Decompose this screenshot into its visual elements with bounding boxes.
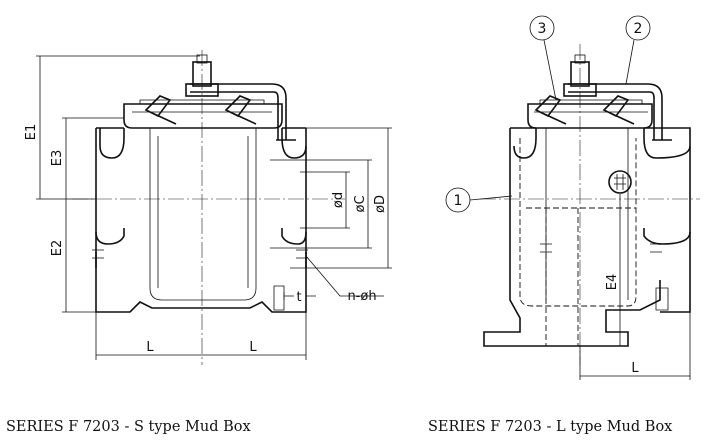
label-e3: E3 <box>50 150 65 167</box>
s-dim-t <box>283 292 316 300</box>
l-dim-l <box>579 312 691 380</box>
s-cover-inner <box>132 99 272 113</box>
label-e2: E2 <box>50 240 65 257</box>
callout-3 <box>529 15 555 41</box>
s-dim-l <box>95 312 307 360</box>
l-cover <box>527 103 653 129</box>
leader-2 <box>625 39 635 85</box>
l-body-outline <box>483 127 691 347</box>
drain-plug-cross <box>614 174 626 190</box>
s-body-outline <box>95 127 307 313</box>
label-l-right: L <box>249 340 257 355</box>
l-wing-clamps <box>534 95 635 125</box>
callout-1-number: 1 <box>454 193 463 209</box>
l-dim-e4 <box>614 194 628 347</box>
caption-l-type: SERIES F 7203 - L type Mud Box <box>428 419 672 435</box>
l-bolt-tip <box>574 54 586 64</box>
s-yoke-handle <box>190 83 296 141</box>
l-yoke-nut <box>563 83 597 97</box>
s-dim-diameters <box>270 127 392 269</box>
l-right-flange <box>643 228 691 245</box>
s-wing-clamp-right <box>224 95 257 125</box>
s-dim-e2 <box>62 199 96 313</box>
label-d-inner: ød <box>331 192 346 208</box>
s-strainer-basket <box>149 128 257 301</box>
caption-s-type: SERIES F 7203 - S type Mud Box <box>6 419 251 435</box>
label-nh: n-øh <box>347 289 376 304</box>
callout-3-number: 3 <box>538 21 547 37</box>
label-e1: E1 <box>24 124 39 141</box>
l-top-flange <box>513 128 691 159</box>
callout-2-number: 2 <box>634 21 643 37</box>
s-type-mud-box: E1 E3 E2 ød øC øD t n-øh L L <box>24 50 392 365</box>
callout-1 <box>445 187 471 213</box>
leader-3 <box>543 39 557 101</box>
s-cover <box>123 103 283 129</box>
label-l-left: L <box>146 340 154 355</box>
drain-plug-icon <box>608 170 632 194</box>
s-bolt-head <box>192 61 212 87</box>
label-t: t <box>296 290 301 305</box>
s-side-flanges <box>95 228 307 268</box>
l-cover-inner <box>534 99 648 113</box>
label-l-ltype: L <box>631 361 639 376</box>
l-yoke-handle <box>568 83 672 141</box>
leader-1 <box>469 195 513 201</box>
label-d-outer: øD <box>373 195 388 213</box>
label-c-pitch: øC <box>353 195 368 212</box>
label-e4: E4 <box>605 274 620 291</box>
s-leader-nh <box>305 255 384 297</box>
l-bolt-head <box>570 61 590 87</box>
s-dim-e3 <box>62 117 124 199</box>
l-hidden-basket <box>519 138 637 346</box>
s-wing-clamp-left <box>144 95 177 125</box>
s-yoke-nut <box>185 83 219 97</box>
s-flange-bolts <box>92 249 308 311</box>
callout-2 <box>625 15 651 41</box>
s-top-flange <box>99 128 307 159</box>
l-type-mud-box: E4 L 1 3 2 <box>445 15 700 380</box>
s-bolt-tip <box>196 54 208 64</box>
